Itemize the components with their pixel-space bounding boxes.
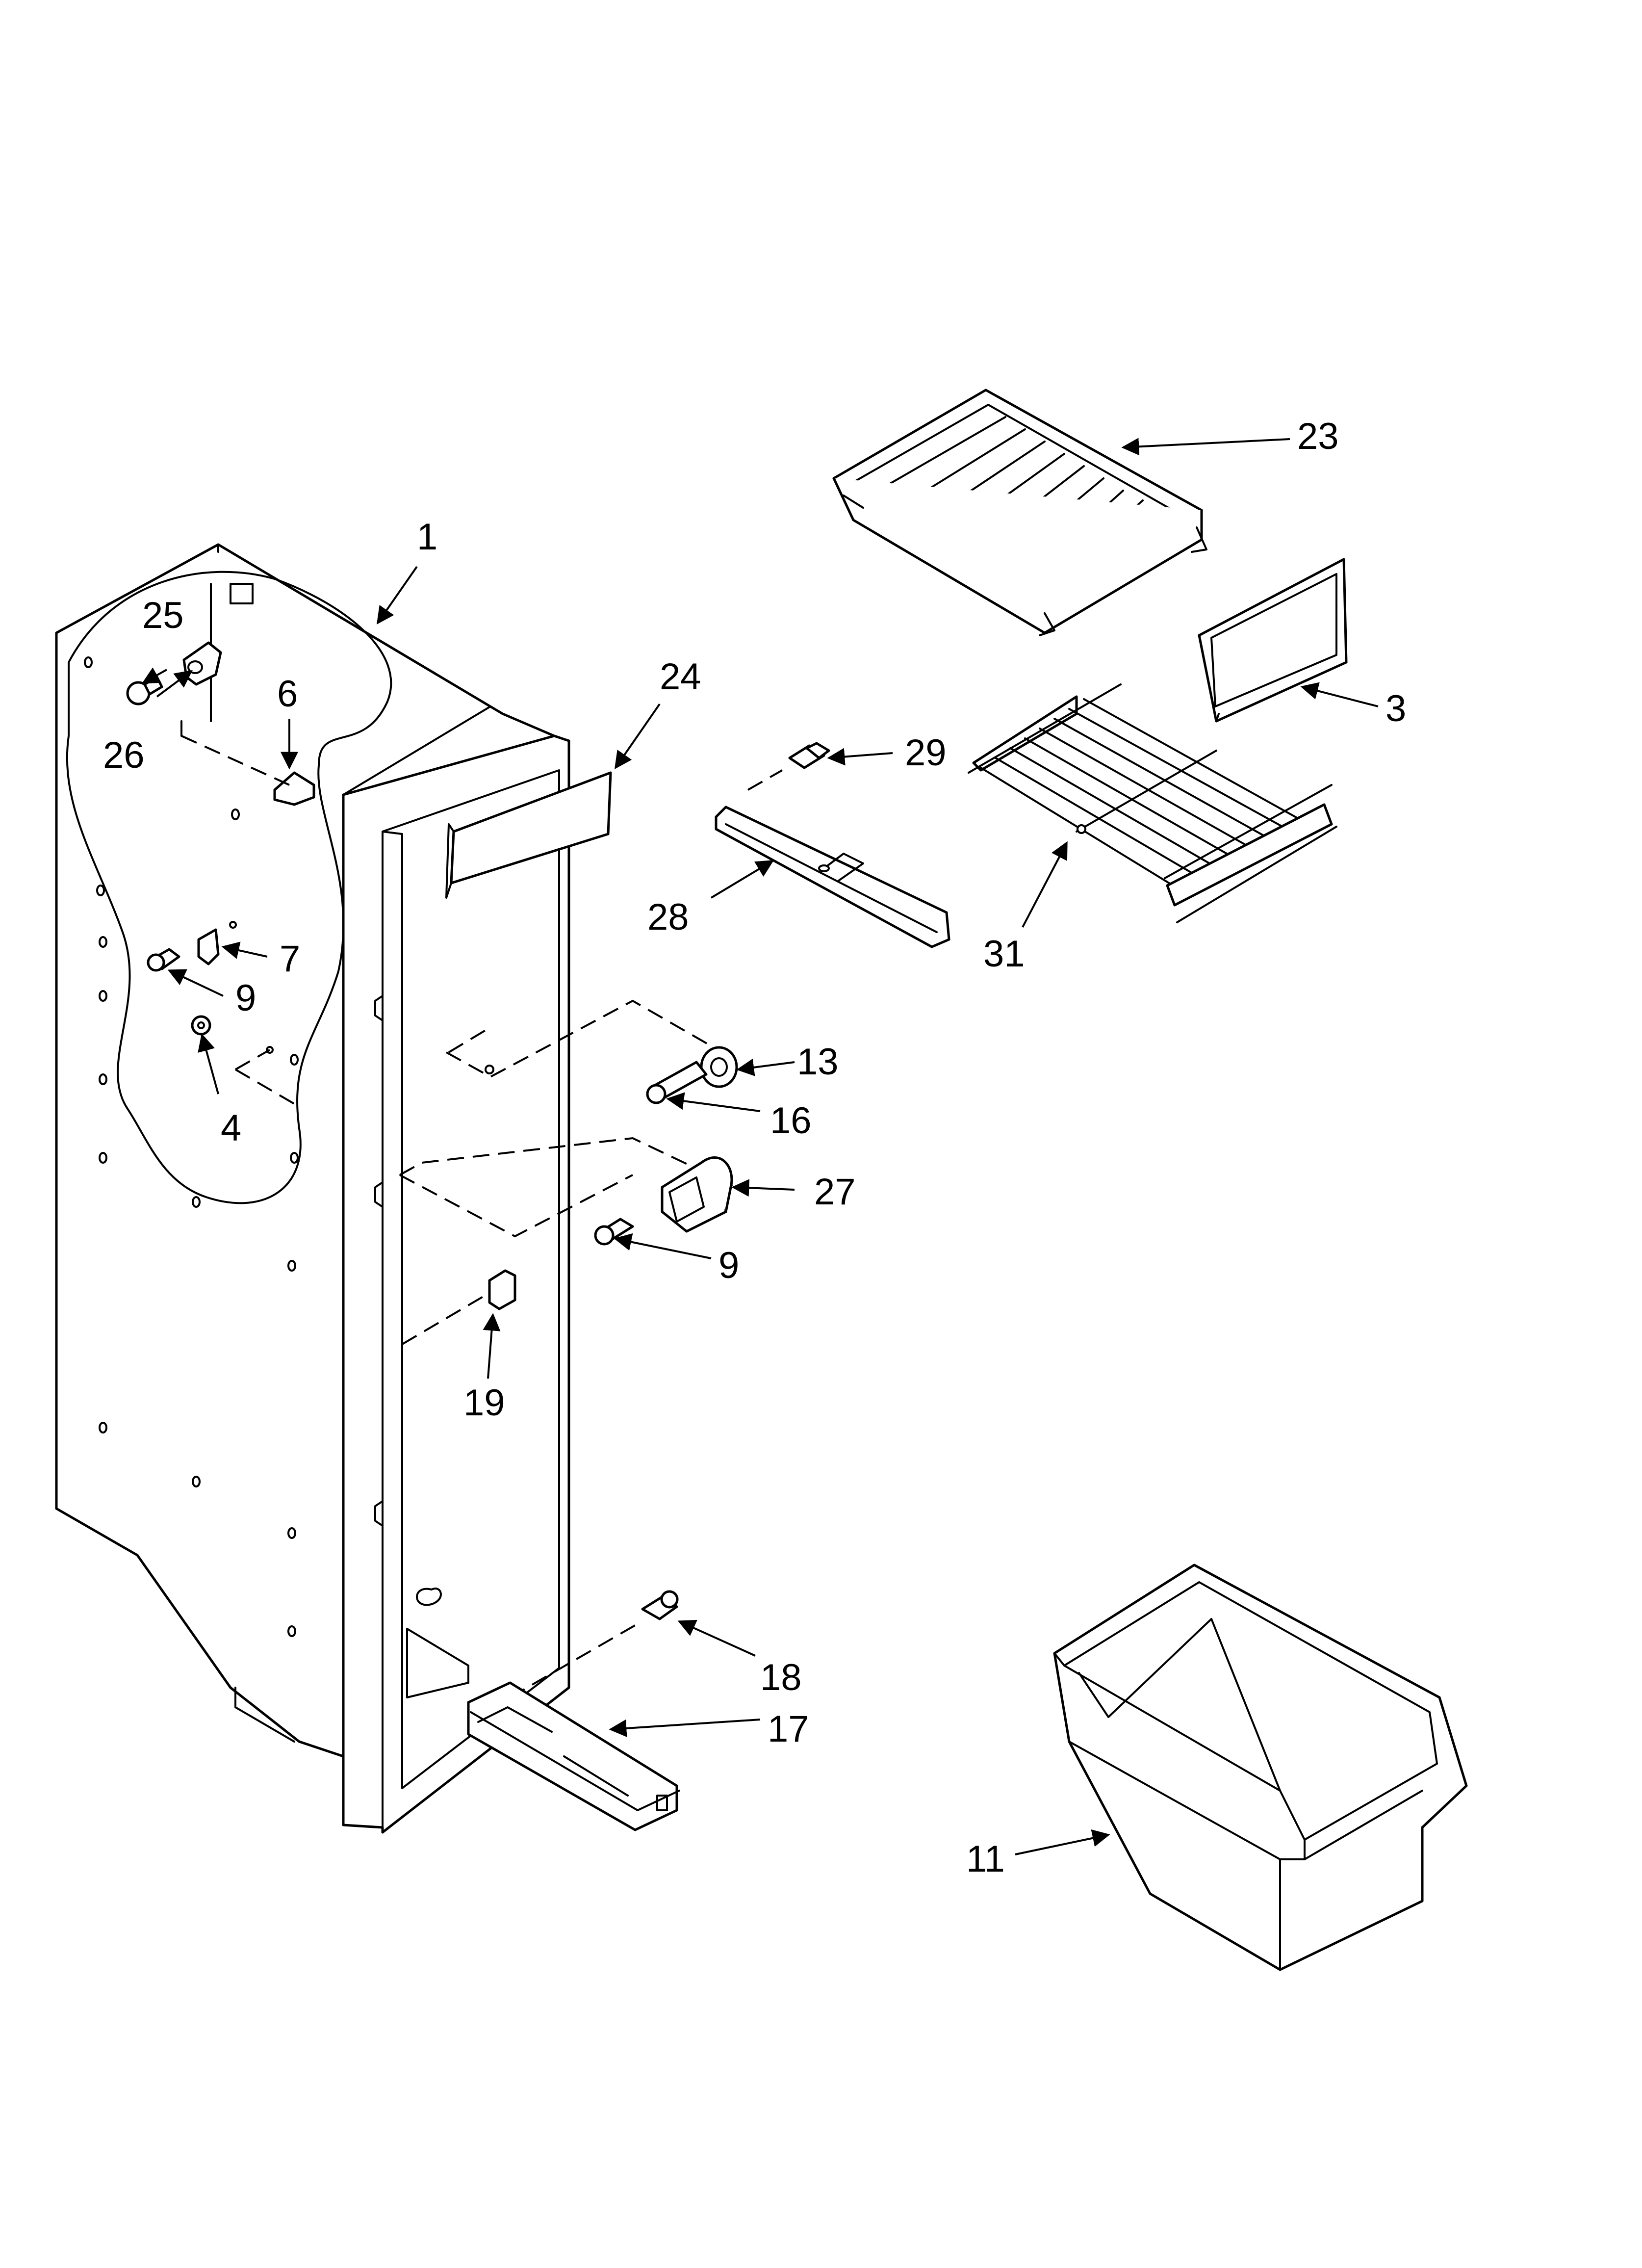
- callout-13: 13: [797, 1041, 839, 1083]
- callout-16: 16: [770, 1100, 812, 1142]
- callout-9-lower: 9: [718, 1245, 739, 1286]
- freezer-liner: [55, 543, 570, 1834]
- screw-16: [646, 1061, 708, 1104]
- screw-29: [747, 742, 830, 791]
- callout-31: 31: [983, 933, 1025, 975]
- screw-9-upper: [147, 948, 180, 972]
- callout-23: 23: [1297, 416, 1339, 457]
- wire-shelf-31: [968, 683, 1337, 923]
- callout-3: 3: [1385, 688, 1406, 730]
- switch-19: [401, 1269, 516, 1345]
- callout-27: 27: [814, 1171, 856, 1213]
- callout-26: 26: [103, 734, 145, 776]
- callout-11: 11: [966, 1838, 1005, 1880]
- clip-6: [181, 735, 315, 806]
- callout-1: 1: [417, 516, 437, 558]
- callout-6: 6: [277, 673, 298, 715]
- callout-labels: 1 23 3 24 25 26 6 7 9 4 29 28 31 13 16 2…: [103, 416, 1406, 1880]
- callout-18: 18: [760, 1657, 802, 1698]
- shelf-23: [832, 389, 1207, 636]
- screw-9-lower: [594, 1218, 634, 1246]
- callout-25: 25: [142, 595, 184, 636]
- callout-4: 4: [221, 1107, 241, 1149]
- grille-17: [467, 1681, 680, 1831]
- callout-19: 19: [463, 1382, 505, 1424]
- hinge-bracket-27: [661, 1156, 733, 1233]
- shelf-frame-3: [1198, 558, 1348, 723]
- bracket-7: [197, 921, 237, 965]
- roller-13: [700, 1046, 738, 1088]
- bin-11: [1053, 1564, 1468, 1971]
- callout-24: 24: [660, 656, 701, 698]
- callout-28: 28: [647, 896, 689, 938]
- screw-18: [510, 1590, 679, 1698]
- callout-17: 17: [768, 1708, 809, 1750]
- shelf-rail-28: [715, 806, 950, 948]
- callout-29: 29: [905, 732, 947, 774]
- callout-7: 7: [280, 938, 300, 980]
- leader-lines: [141, 438, 1379, 1855]
- trim-strip: [445, 771, 612, 899]
- callout-9-upper: 9: [235, 977, 256, 1019]
